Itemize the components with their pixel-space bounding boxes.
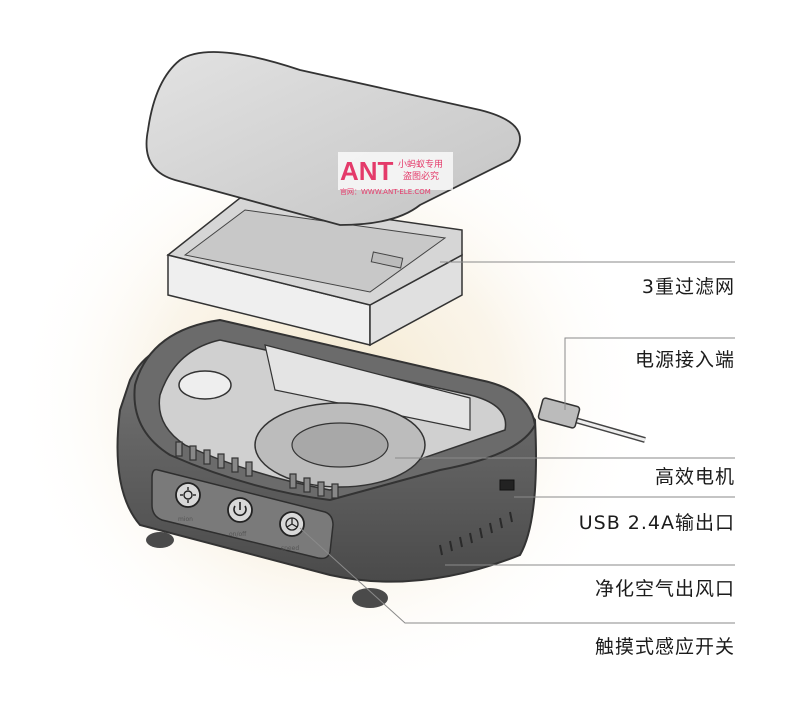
filter-tab — [370, 251, 404, 269]
fan-hub — [291, 422, 389, 468]
leader-lines — [299, 261, 735, 624]
button-caption: on/off — [229, 531, 247, 538]
label-touch-switch: 触摸式感应开关 — [594, 636, 735, 658]
leader-touch — [299, 527, 735, 624]
label-power-input: 电源接入端 — [634, 349, 735, 371]
watermark-line1: 小蚂蚁专用 — [398, 158, 443, 170]
filter-cartridge-inner — [183, 209, 447, 293]
fan-icon — [285, 517, 299, 531]
watermark-brand: ANT — [340, 156, 394, 186]
cavity-walls — [264, 344, 471, 431]
label-air-outlet: 净化空气出风口 — [594, 578, 735, 600]
touch-button-power: on/off — [227, 497, 253, 538]
air-outlet-vents — [439, 511, 513, 556]
gear-icon — [180, 487, 196, 503]
button-caption: speed — [281, 545, 299, 552]
power-icon — [233, 502, 247, 517]
power-cable-inner — [574, 418, 646, 442]
button-caption: mion — [178, 516, 193, 523]
touch-button-mion: mion — [175, 482, 201, 523]
label-motor: 高效电机 — [654, 466, 735, 488]
power-plug — [537, 397, 581, 429]
foot-left — [146, 532, 174, 548]
watermark-site: 官网：WWW.ANT-ELE.COM — [340, 187, 431, 196]
cord-slot — [178, 370, 232, 400]
watermark-line2: 盗图必究 — [403, 170, 439, 182]
label-usb-port: USB 2.4A输出口 — [578, 512, 735, 534]
leader-power — [564, 337, 735, 410]
foot-front — [352, 588, 388, 608]
watermark: ANT 小蚂蚁专用 盗图必究 官网：WWW.ANT-ELE.COM — [338, 152, 453, 196]
label-filter: 3重过滤网 — [641, 276, 735, 298]
touch-button-speed: speed — [279, 511, 305, 552]
usb-port — [499, 479, 515, 491]
inner-grille — [175, 441, 339, 499]
